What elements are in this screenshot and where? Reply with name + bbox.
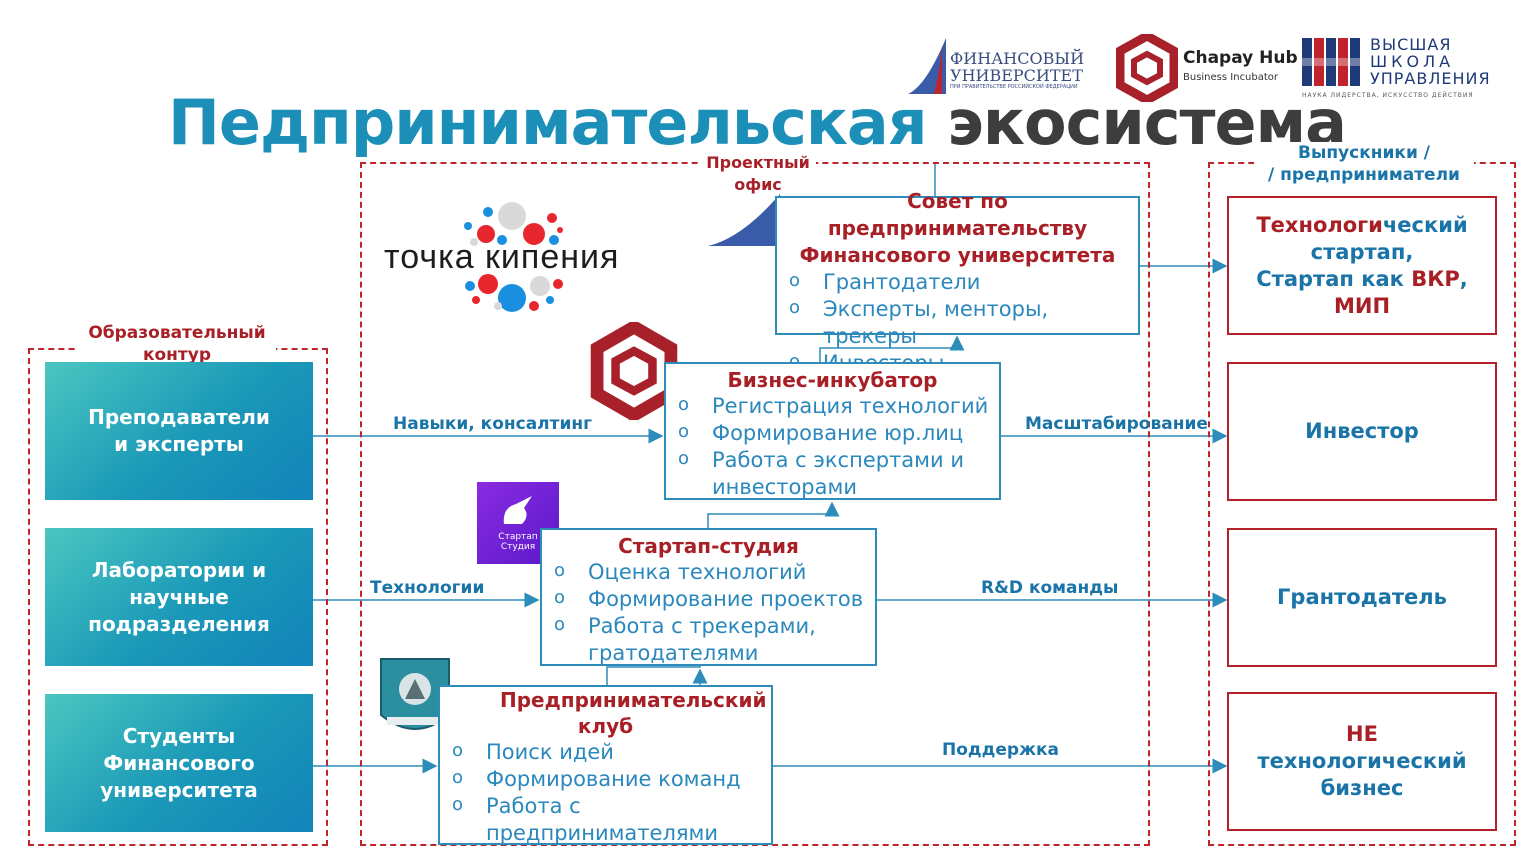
graduates-label: Выпускники / / предприниматели bbox=[1254, 142, 1474, 186]
council-item: Грантодатели bbox=[777, 267, 1138, 296]
flow-label-scale: Масштабирование bbox=[1025, 414, 1208, 434]
tochka-dots-icon bbox=[464, 202, 563, 312]
council-box: Совет по предпринимательству Финансового… bbox=[775, 189, 1140, 375]
chapay-hub-name: Chapay Hub bbox=[1183, 48, 1298, 68]
incubator-box: Бизнес-инкубатор Регистрация технологий … bbox=[664, 362, 1001, 500]
arrow-studio-incubator bbox=[707, 513, 832, 528]
club-item: Поиск идей bbox=[440, 737, 771, 766]
flow-label-tech: Технологии bbox=[370, 578, 485, 598]
edu-item-labs-label: Лаборатории и научные подразделения bbox=[88, 557, 270, 636]
vshu-line2: ШКОЛА bbox=[1370, 52, 1455, 71]
incubator-title: Бизнес-инкубатор bbox=[727, 368, 938, 392]
edu-item-teachers-label: Преподаватели и эксперты bbox=[88, 405, 270, 456]
non-tech-part2: технологический бизнес bbox=[1257, 749, 1467, 800]
tech-startup-part1: Технологи bbox=[1256, 212, 1383, 237]
incubator-item: Регистрация технологий bbox=[666, 391, 999, 420]
edu-item-students: Студенты Финансового университета bbox=[45, 694, 313, 832]
graduates-non-tech: НЕ технологический бизнес bbox=[1227, 692, 1497, 831]
fin-univ-line2: УНИВЕРСИТЕТ bbox=[950, 66, 1083, 85]
studio-title: Стартап-студия bbox=[618, 534, 799, 558]
chapay-hub-icon bbox=[1116, 34, 1178, 102]
unicorn-icon bbox=[503, 496, 532, 524]
studio-item: Оценка технологий bbox=[542, 557, 875, 586]
studio-logo-line1: Стартап bbox=[498, 532, 538, 542]
project-office-label: Проектный офис bbox=[700, 152, 816, 196]
fin-univ-logo: ФИНАНСОВЫЙ УНИВЕРСИТЕТ ПРИ ПРАВИТЕЛЬСТВЕ… bbox=[906, 36, 1086, 96]
tech-startup-part3: Стартап как bbox=[1256, 266, 1412, 291]
fin-univ-sub: ПРИ ПРАВИТЕЛЬСТВЕ РОССИЙСКОЙ ФЕДЕРАЦИИ bbox=[950, 84, 1078, 90]
edu-item-students-label: Студенты Финансового университета bbox=[100, 723, 258, 802]
non-tech-part1: НЕ bbox=[1346, 722, 1378, 746]
graduates-grantor-label: Грантодатель bbox=[1277, 585, 1447, 609]
vshu-line1: ВЫСШАЯ bbox=[1370, 35, 1452, 54]
flow-label-skills: Навыки, консалтинг bbox=[393, 414, 593, 434]
fin-univ-emblem-icon bbox=[908, 38, 946, 94]
incubator-chapay-icon bbox=[590, 322, 678, 420]
tech-startup-part6: МИП bbox=[1333, 293, 1391, 318]
studio-item: Работа с трекерами, гратодателями bbox=[542, 611, 875, 667]
studio-logo-line2: Студия bbox=[500, 542, 536, 552]
council-title: Совет по предпринимательству Финансового… bbox=[799, 189, 1116, 267]
graduates-label-line1: Выпускники / bbox=[1297, 143, 1430, 163]
club-item: Формирование команд bbox=[440, 764, 771, 793]
vshu-line3: УПРАВЛЕНИЯ bbox=[1370, 69, 1491, 88]
graduates-label-line2: / предприниматели bbox=[1268, 165, 1460, 185]
council-item: Эксперты, менторы, трекеры bbox=[777, 294, 1138, 350]
tech-startup-part4: ВКР bbox=[1411, 266, 1460, 291]
tech-startup-part2: ческий стартап, bbox=[1310, 212, 1468, 264]
club-box: Предпринимательский клуб Поиск идей Форм… bbox=[438, 685, 773, 845]
edu-item-labs: Лаборатории и научные подразделения bbox=[45, 528, 313, 666]
vshu-logo: ВЫСШАЯ ШКОЛА УПРАВЛЕНИЯ НАУКА ЛИДЕРСТВА,… bbox=[1300, 36, 1500, 104]
tochka-kipeniya-logo: точка кипения bbox=[384, 200, 654, 316]
vshu-emblem-icon bbox=[1302, 38, 1360, 86]
edu-contour-label: Образовательный контур bbox=[78, 322, 276, 366]
edu-item-teachers: Преподаватели и эксперты bbox=[45, 362, 313, 500]
flow-label-support: Поддержка bbox=[942, 740, 1059, 760]
incubator-item: Работа с экспертами и инвесторами bbox=[666, 445, 999, 501]
chapay-hub-sub: Business Incubator bbox=[1183, 72, 1279, 83]
title-part1: Педпринимательская bbox=[168, 86, 928, 159]
graduates-investor: Инвестор bbox=[1227, 362, 1497, 501]
tech-startup-part5: , bbox=[1459, 266, 1468, 291]
chapay-hub-logo: Chapay Hub Business Incubator bbox=[1116, 34, 1298, 102]
vshu-sub: НАУКА ЛИДЕРСТВА, ИСКУССТВО ДЕЙСТВИЯ bbox=[1302, 92, 1474, 99]
tochka-name: точка кипения bbox=[384, 238, 620, 276]
flow-label-rd: R&D команды bbox=[981, 578, 1119, 598]
studio-box: Стартап-студия Оценка технологий Формиро… bbox=[540, 528, 877, 666]
incubator-item: Формирование юр.лиц bbox=[666, 418, 999, 447]
fin-univ-line1: ФИНАНСОВЫЙ bbox=[950, 49, 1085, 68]
club-item: Работа с предпринимателями bbox=[440, 791, 771, 847]
club-title: Предпринимательский клуб bbox=[500, 688, 767, 738]
studio-item: Формирование проектов bbox=[542, 584, 875, 613]
graduates-tech-startup: Технологический стартап, Стартап как ВКР… bbox=[1227, 196, 1497, 335]
graduates-grantor: Грантодатель bbox=[1227, 528, 1497, 667]
graduates-investor-label: Инвестор bbox=[1305, 419, 1419, 443]
